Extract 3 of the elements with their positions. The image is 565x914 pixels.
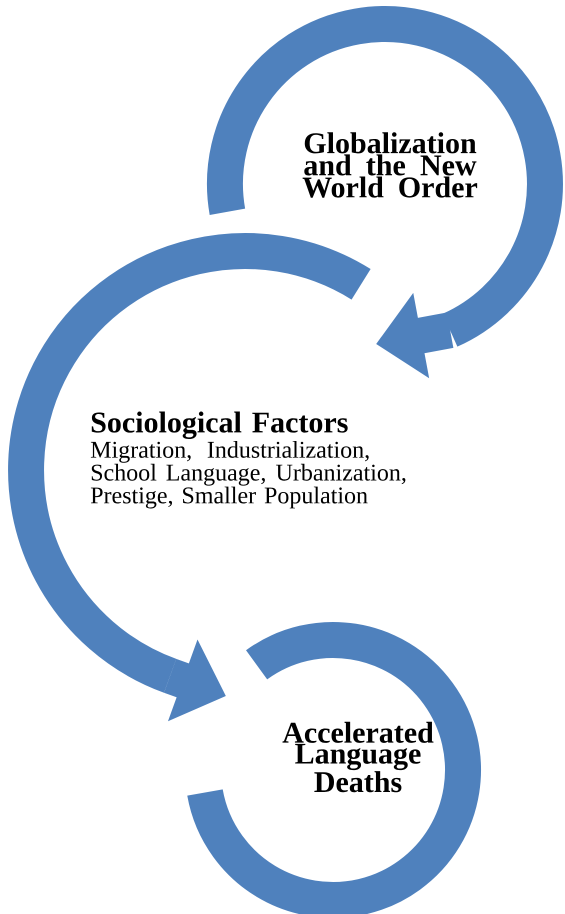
text-label: Accelerated Language Deaths [282,722,434,792]
text-label: Globalization and the New World Order [302,132,478,198]
text-label: Sociological Factors Migration, Industrialization, School Language, Urbanization, Prestige, Smaller Population [90,412,406,508]
